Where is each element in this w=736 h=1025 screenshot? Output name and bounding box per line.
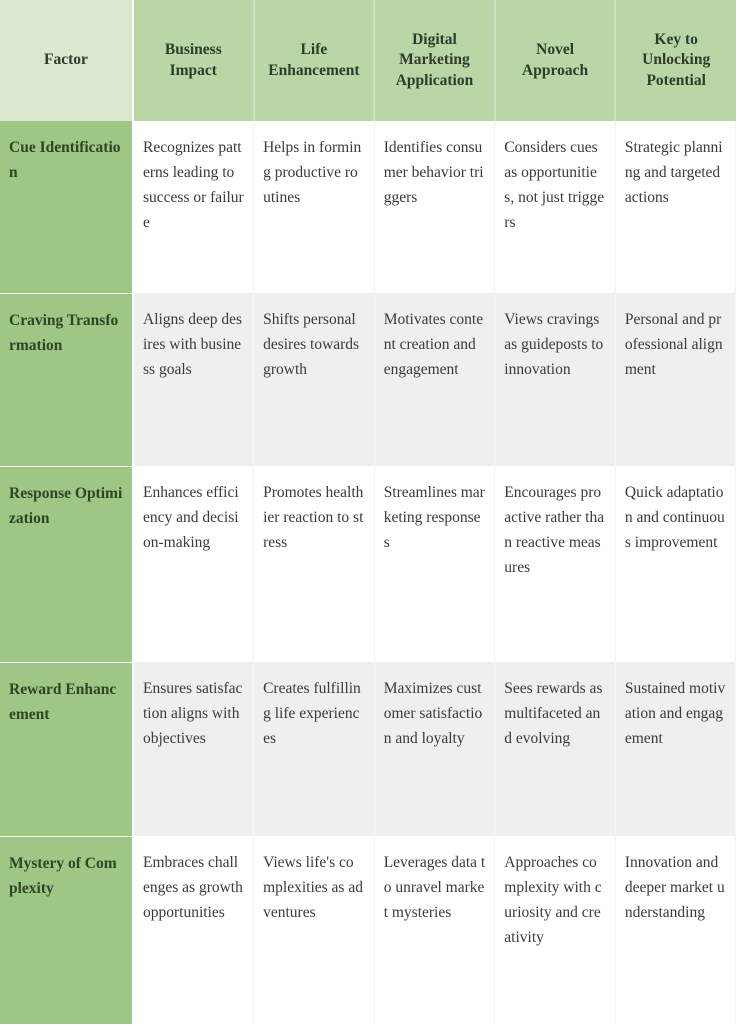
column-header-business-impact: Business Impact [133, 0, 255, 121]
cell-key-to-unlocking-potential: Strategic planning and targeted actions [615, 121, 736, 293]
cell-novel-approach: Approaches complexity with curiosity and… [494, 836, 616, 1024]
cell-novel-approach: Considers cues as opportunities, not jus… [494, 121, 616, 293]
cell-novel-approach: Views cravings as guideposts to innovati… [494, 293, 616, 466]
cell-life-enhancement: Views life's complexities as adventures [253, 836, 375, 1024]
cell-business-impact: Recognizes patterns leading to success o… [133, 121, 255, 293]
row-factor-label: Mystery of Complexity [0, 836, 134, 1025]
cell-life-enhancement: Shifts personal desires towards growth [253, 293, 375, 466]
cell-key-to-unlocking-potential: Personal and professional alignment [615, 293, 736, 466]
cell-life-enhancement: Promotes healthier reaction to stress [253, 466, 375, 662]
row-factor-label: Reward Enhancement [0, 662, 134, 837]
table-body: Cue Identification Recognizes patterns l… [0, 121, 736, 1025]
column-header-factor: Factor [0, 0, 134, 121]
row-factor-label: Cue Identification [0, 121, 134, 294]
cell-digital-marketing-application: Maximizes customer satisfaction and loya… [374, 662, 496, 836]
table-row: Reward Enhancement Ensures satisfaction … [0, 662, 736, 837]
table-row: Cue Identification Recognizes patterns l… [0, 121, 736, 294]
cell-digital-marketing-application: Identifies consumer behavior triggers [374, 121, 496, 293]
cell-life-enhancement: Creates fulfilling life experiences [253, 662, 375, 836]
table-row: Mystery of Complexity Embraces challenge… [0, 836, 736, 1025]
cell-digital-marketing-application: Motivates content creation and engagemen… [374, 293, 496, 466]
cell-digital-marketing-application: Streamlines marketing responses [374, 466, 496, 662]
cell-key-to-unlocking-potential: Sustained motivation and engagement [615, 662, 736, 836]
cell-life-enhancement: Helps in forming productive routines [253, 121, 375, 293]
column-header-key-to-unlocking-potential: Key to Unlocking Potential [615, 0, 736, 121]
cell-business-impact: Enhances efficiency and decision-making [133, 466, 255, 662]
cell-novel-approach: Sees rewards as multifaceted and evolvin… [494, 662, 616, 836]
cell-key-to-unlocking-potential: Quick adaptation and continuous improvem… [615, 466, 736, 662]
table-row: Response Optimization Enhances efficienc… [0, 466, 736, 663]
row-factor-label: Craving Transformation [0, 293, 134, 467]
header-row: Factor Business Impact Life Enhancement … [0, 0, 736, 121]
column-header-life-enhancement: Life Enhancement [253, 0, 376, 121]
cell-business-impact: Aligns deep desires with business goals [133, 293, 255, 466]
cell-digital-marketing-application: Leverages data to unravel market mysteri… [374, 836, 496, 1024]
cell-business-impact: Ensures satisfaction aligns with objecti… [133, 662, 255, 836]
table-row: Craving Transformation Aligns deep desir… [0, 293, 736, 467]
row-factor-label: Response Optimization [0, 466, 134, 663]
cell-key-to-unlocking-potential: Innovation and deeper market understandi… [615, 836, 736, 1024]
cell-business-impact: Embraces challenges as growth opportunit… [133, 836, 255, 1024]
column-header-novel-approach: Novel Approach [494, 0, 617, 121]
column-header-digital-marketing-application: Digital Marketing Application [374, 0, 496, 121]
cell-novel-approach: Encourages proactive rather than reactiv… [494, 466, 616, 662]
table-header: Factor Business Impact Life Enhancement … [0, 0, 736, 121]
